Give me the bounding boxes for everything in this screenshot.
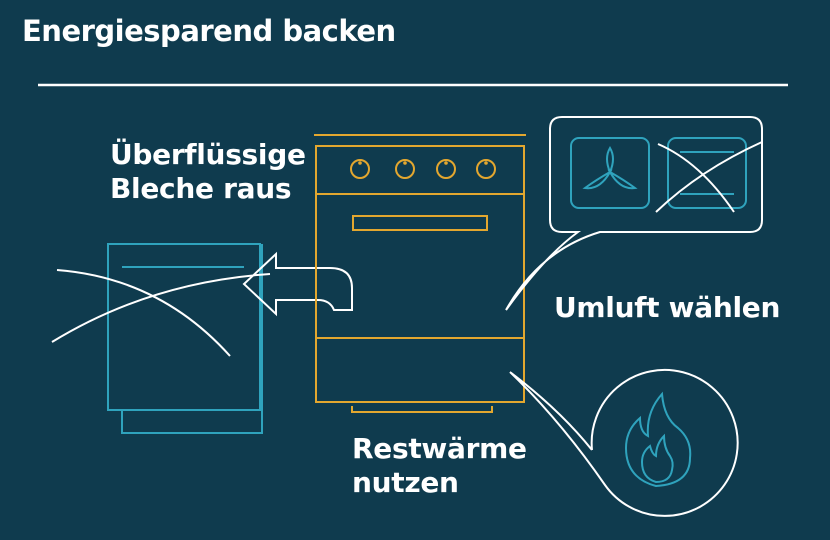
- oven-knob-3: [436, 159, 456, 179]
- tray-cross-line-2: [51, 273, 271, 343]
- knob-dot-3: [444, 161, 448, 165]
- oven-icon: [314, 134, 526, 413]
- top-bottom-heat-icon: [667, 137, 747, 209]
- tray-front: [107, 243, 261, 411]
- tip-remove-trays-line-1: Überflüssige: [110, 138, 306, 171]
- knob-dot-2: [403, 161, 407, 165]
- fan-icon: [570, 137, 650, 209]
- heat-icon-cross: [655, 141, 763, 213]
- oven-base: [351, 406, 493, 413]
- tip-convection: Umluft wählen: [554, 291, 780, 325]
- knob-dot-4: [484, 161, 488, 165]
- fan-blade-3: [607, 169, 638, 190]
- oven-door-handle: [352, 215, 488, 231]
- page-title: Energiesparend backen: [22, 14, 396, 48]
- flame-outer: [624, 391, 692, 488]
- tip-remove-trays-line-2: Bleche raus: [110, 172, 292, 205]
- heat-icon-frame: [667, 137, 747, 209]
- residual-heat-bubble: [509, 368, 739, 517]
- tip-convection-line-1: Umluft wählen: [554, 291, 781, 324]
- tip-residual-heat-line-1: Restwärme: [352, 432, 527, 465]
- arrow-left-icon: [242, 251, 353, 317]
- flame-inner: [640, 433, 674, 484]
- baking-tray-icon: [107, 243, 263, 434]
- fan-blade-1: [606, 146, 614, 175]
- tip-residual-heat-line-2: nutzen: [352, 466, 459, 499]
- oven-knob-1: [350, 159, 370, 179]
- flame-icon: [624, 391, 692, 488]
- oven-knob-4: [476, 159, 496, 179]
- heat-cross-line-2: [655, 141, 763, 213]
- tip-residual-heat: Restwärme nutzen: [352, 432, 527, 500]
- fan-icon-frame: [570, 137, 650, 209]
- oven-knob-2: [395, 159, 415, 179]
- fan-blade-2: [582, 169, 613, 190]
- oven-control-panel: [315, 145, 525, 195]
- tray-back: [121, 410, 263, 434]
- tray-cross: [51, 269, 271, 357]
- knob-dot-1: [358, 161, 362, 165]
- convection-bubble: [505, 116, 763, 311]
- heat-cross-line-1: [657, 143, 735, 213]
- oven-body: [315, 193, 525, 403]
- tip-remove-trays: Überflüssige Bleche raus: [110, 138, 306, 206]
- oven-knob-dots: [358, 161, 488, 165]
